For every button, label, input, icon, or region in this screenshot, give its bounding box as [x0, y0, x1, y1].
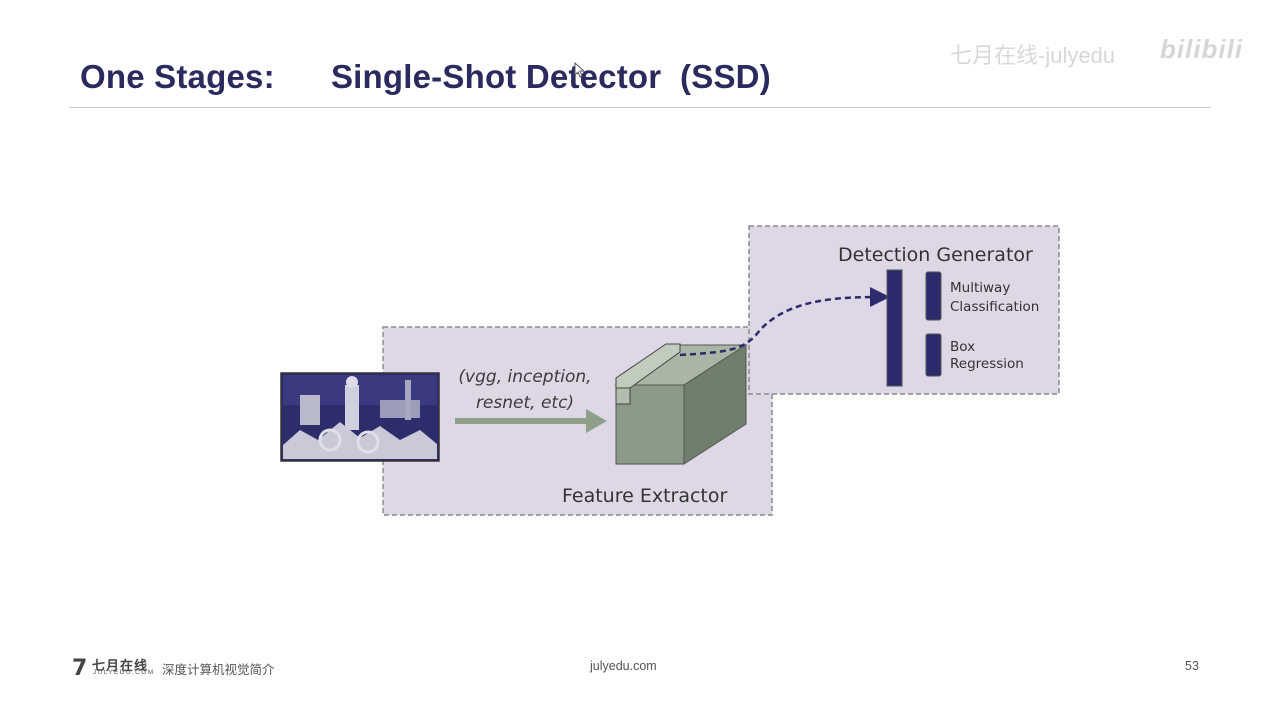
footer-course-title: 深度计算机视觉简介: [162, 663, 275, 677]
footer-url[interactable]: julyedu.com: [590, 659, 657, 673]
logo-text-cn: 七月在线: [92, 658, 149, 673]
julyedu-logo[interactable]: 7 七月在线 JULYEDU.COM: [72, 654, 155, 681]
classification-bar: [925, 271, 942, 321]
feature-map-cube: [614, 343, 748, 465]
regression-label-line2: Regression: [950, 356, 1024, 372]
input-image: [280, 372, 440, 462]
title-divider: [70, 107, 1210, 108]
backbone-label-line1: (vgg, inception,: [458, 367, 591, 387]
backbone-arrow-head: [586, 409, 607, 433]
classification-label-line1: Multiway: [950, 280, 1010, 296]
logo-text-en: JULYEDU.COM: [93, 669, 155, 676]
detection-generator-label: Detection Generator: [838, 244, 1033, 266]
watermark-logo: bilibili: [1160, 34, 1244, 64]
feature-extractor-label: Feature Extractor: [562, 485, 728, 507]
mouse-cursor-icon: [574, 62, 584, 78]
detection-generator-panel: [748, 225, 1060, 395]
feature-to-head-arrow: [679, 287, 890, 357]
regression-bar: [925, 333, 942, 377]
classification-label-line2: Classification: [950, 299, 1039, 315]
slide-title: One Stages: Single-Shot Detector (SSD): [80, 58, 771, 95]
page-number: 53: [1185, 659, 1199, 673]
watermark-text: 七月在线-julyedu: [950, 43, 1116, 68]
backbone-label-line2: resnet, etc): [476, 393, 574, 413]
head-feature-bar: [886, 269, 903, 387]
seven-mark-icon: 7: [72, 656, 88, 681]
regression-label-line1: Box: [950, 339, 975, 355]
